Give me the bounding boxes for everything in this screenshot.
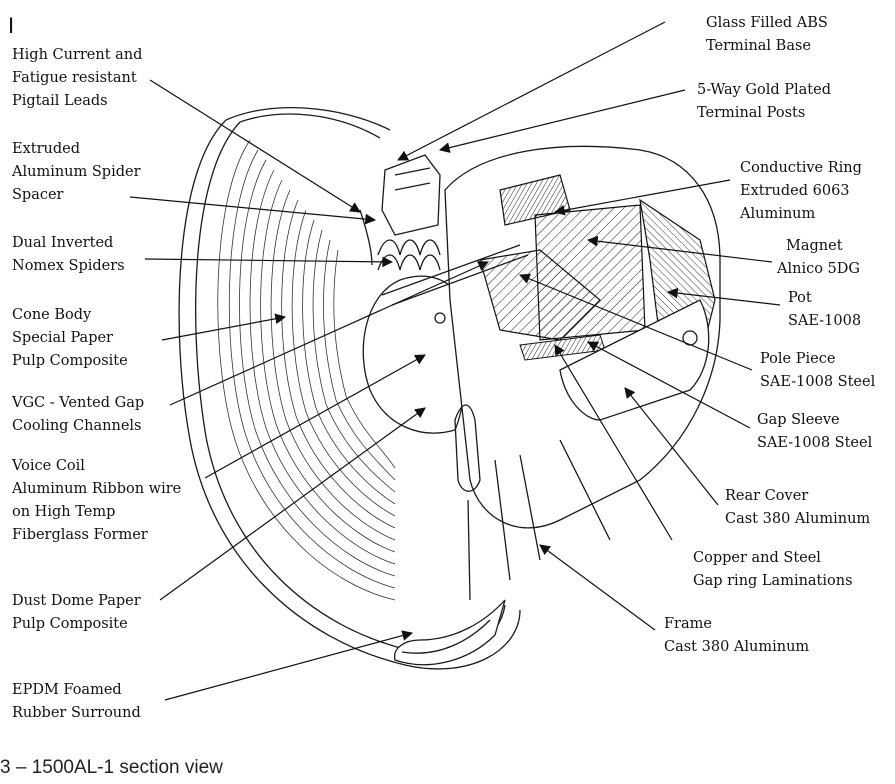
label-surround: EPDM Foamed Rubber Surround [12,682,141,721]
label-pigtail-leads: High Current and Fatigue resistant Pigta… [12,47,147,109]
left-labels: High Current and Fatigue resistant Pigta… [11,47,186,721]
label-frame: Frame Cast 380 Aluminum [664,616,809,655]
pole-piece [479,249,601,341]
leader-terminal-base [397,21,666,161]
leader-pigtail [149,79,361,213]
leader-frame [539,544,656,631]
label-nomex-spiders: Dual Inverted Nomex Spiders [12,235,125,274]
leader-voice-coil [204,354,426,479]
leader-surround [164,630,414,701]
label-dust-dome: Dust Dome Paper Pulp Composite [12,593,145,632]
right-labels: Glass Filled ABS Terminal Base 5-Way Gol… [664,15,876,655]
leader-magnet [586,235,773,263]
conductive-ring [499,174,571,226]
figure-caption: 3 – 1500AL-1 section view [0,757,223,778]
rear-cover [559,299,710,421]
surround-roll [393,599,506,666]
leader-cone-body [161,313,287,341]
label-conductive-ring: Conductive Ring Extruded 6063 Aluminum [739,160,867,222]
label-pot: Pot SAE-1008 [788,290,861,329]
label-spider-spacer: Extruded Aluminum Spider Spacer [11,141,145,203]
label-terminal-base: Glass Filled ABS Terminal Base [706,15,832,54]
label-rear-cover: Rear Cover Cast 380 Aluminum [725,488,870,527]
leader-terminal-posts [438,89,686,153]
leader-gap-sleeve [587,341,751,429]
terminal-base [381,154,441,236]
frame-outer-rim [178,119,521,670]
label-pole-piece: Pole Piece SAE-1008 Steel [760,351,876,390]
leader-vgc [169,261,489,406]
label-terminal-posts: 5-Way Gold Plated Terminal Posts [697,82,836,121]
label-magnet: Magnet Alnico 5DG [776,238,860,277]
leader-rear-cover [624,387,719,506]
label-voice-coil: Voice Coil Aluminum Ribbon wire on High … [11,458,186,543]
leader-conductive-ring [553,179,731,216]
leader-nomex [144,256,394,268]
speaker-drawing [178,107,721,670]
leader-pot [666,287,781,306]
right-leaders [397,21,781,631]
label-gap-sleeve: Gap Sleeve SAE-1008 Steel [757,412,873,451]
spiders [377,239,481,492]
leader-pole-piece [519,273,753,371]
label-vgc: VGC - Vented Gap Cooling Channels [11,395,149,434]
label-cone-body: Cone Body Special Paper Pulp Composite [12,307,128,369]
leader-gap-rings [554,344,673,541]
label-gap-rings: Copper and Steel Gap ring Laminations [693,550,853,589]
leader-dust-dome [159,407,426,601]
corner-marker: I [8,13,14,38]
left-leaders [129,79,489,701]
leader-spider-spacer [129,196,377,225]
cone-ripples [217,139,396,601]
